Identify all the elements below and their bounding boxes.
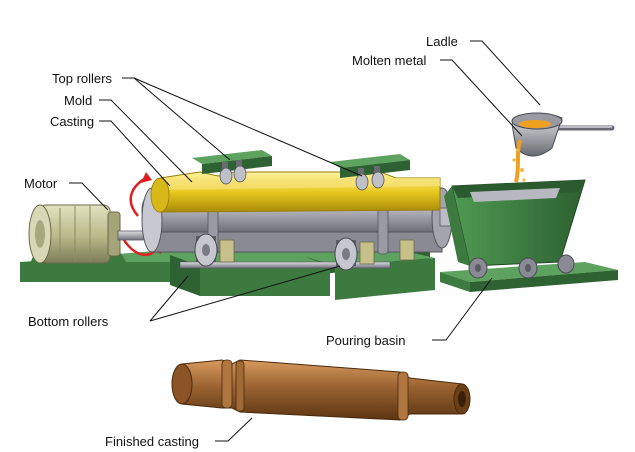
label-pouring-basin: Pouring basin (326, 333, 406, 348)
leader-bottom-rollers-right (149, 265, 341, 322)
ladle (511, 112, 615, 157)
bottom-roller-left (194, 233, 235, 267)
label-motor: Motor (24, 176, 58, 191)
leader-top-rollers-right (133, 77, 363, 177)
leader-lines (69, 40, 541, 442)
leader-mold (99, 99, 193, 183)
leader-motor (69, 182, 109, 211)
label-bottom-rollers: Bottom rollers (28, 314, 109, 329)
casting (150, 171, 441, 213)
leader-finished-casting (215, 417, 253, 442)
label-casting: Casting (50, 114, 95, 129)
motor (28, 204, 130, 268)
label-finished-casting: Finished casting (105, 434, 199, 449)
top-roller-right (330, 154, 410, 191)
bottom-roller-right (334, 237, 415, 271)
pouring-basin (444, 179, 586, 279)
top-roller-left (192, 150, 272, 185)
molten-metal (512, 139, 526, 183)
leader-pouring-basin (432, 277, 493, 341)
label-molten-metal: Molten metal (352, 53, 427, 68)
label-ladle: Ladle (426, 34, 458, 49)
leader-top-rollers-left (122, 77, 231, 161)
label-mold: Mold (64, 93, 93, 108)
leader-ladle (470, 40, 541, 106)
leader-molten-metal (440, 59, 523, 137)
finished-casting (171, 359, 471, 421)
leader-casting (99, 120, 171, 187)
label-top-rollers: Top rollers (52, 71, 112, 86)
leader-bottom-rollers-left (149, 275, 189, 322)
